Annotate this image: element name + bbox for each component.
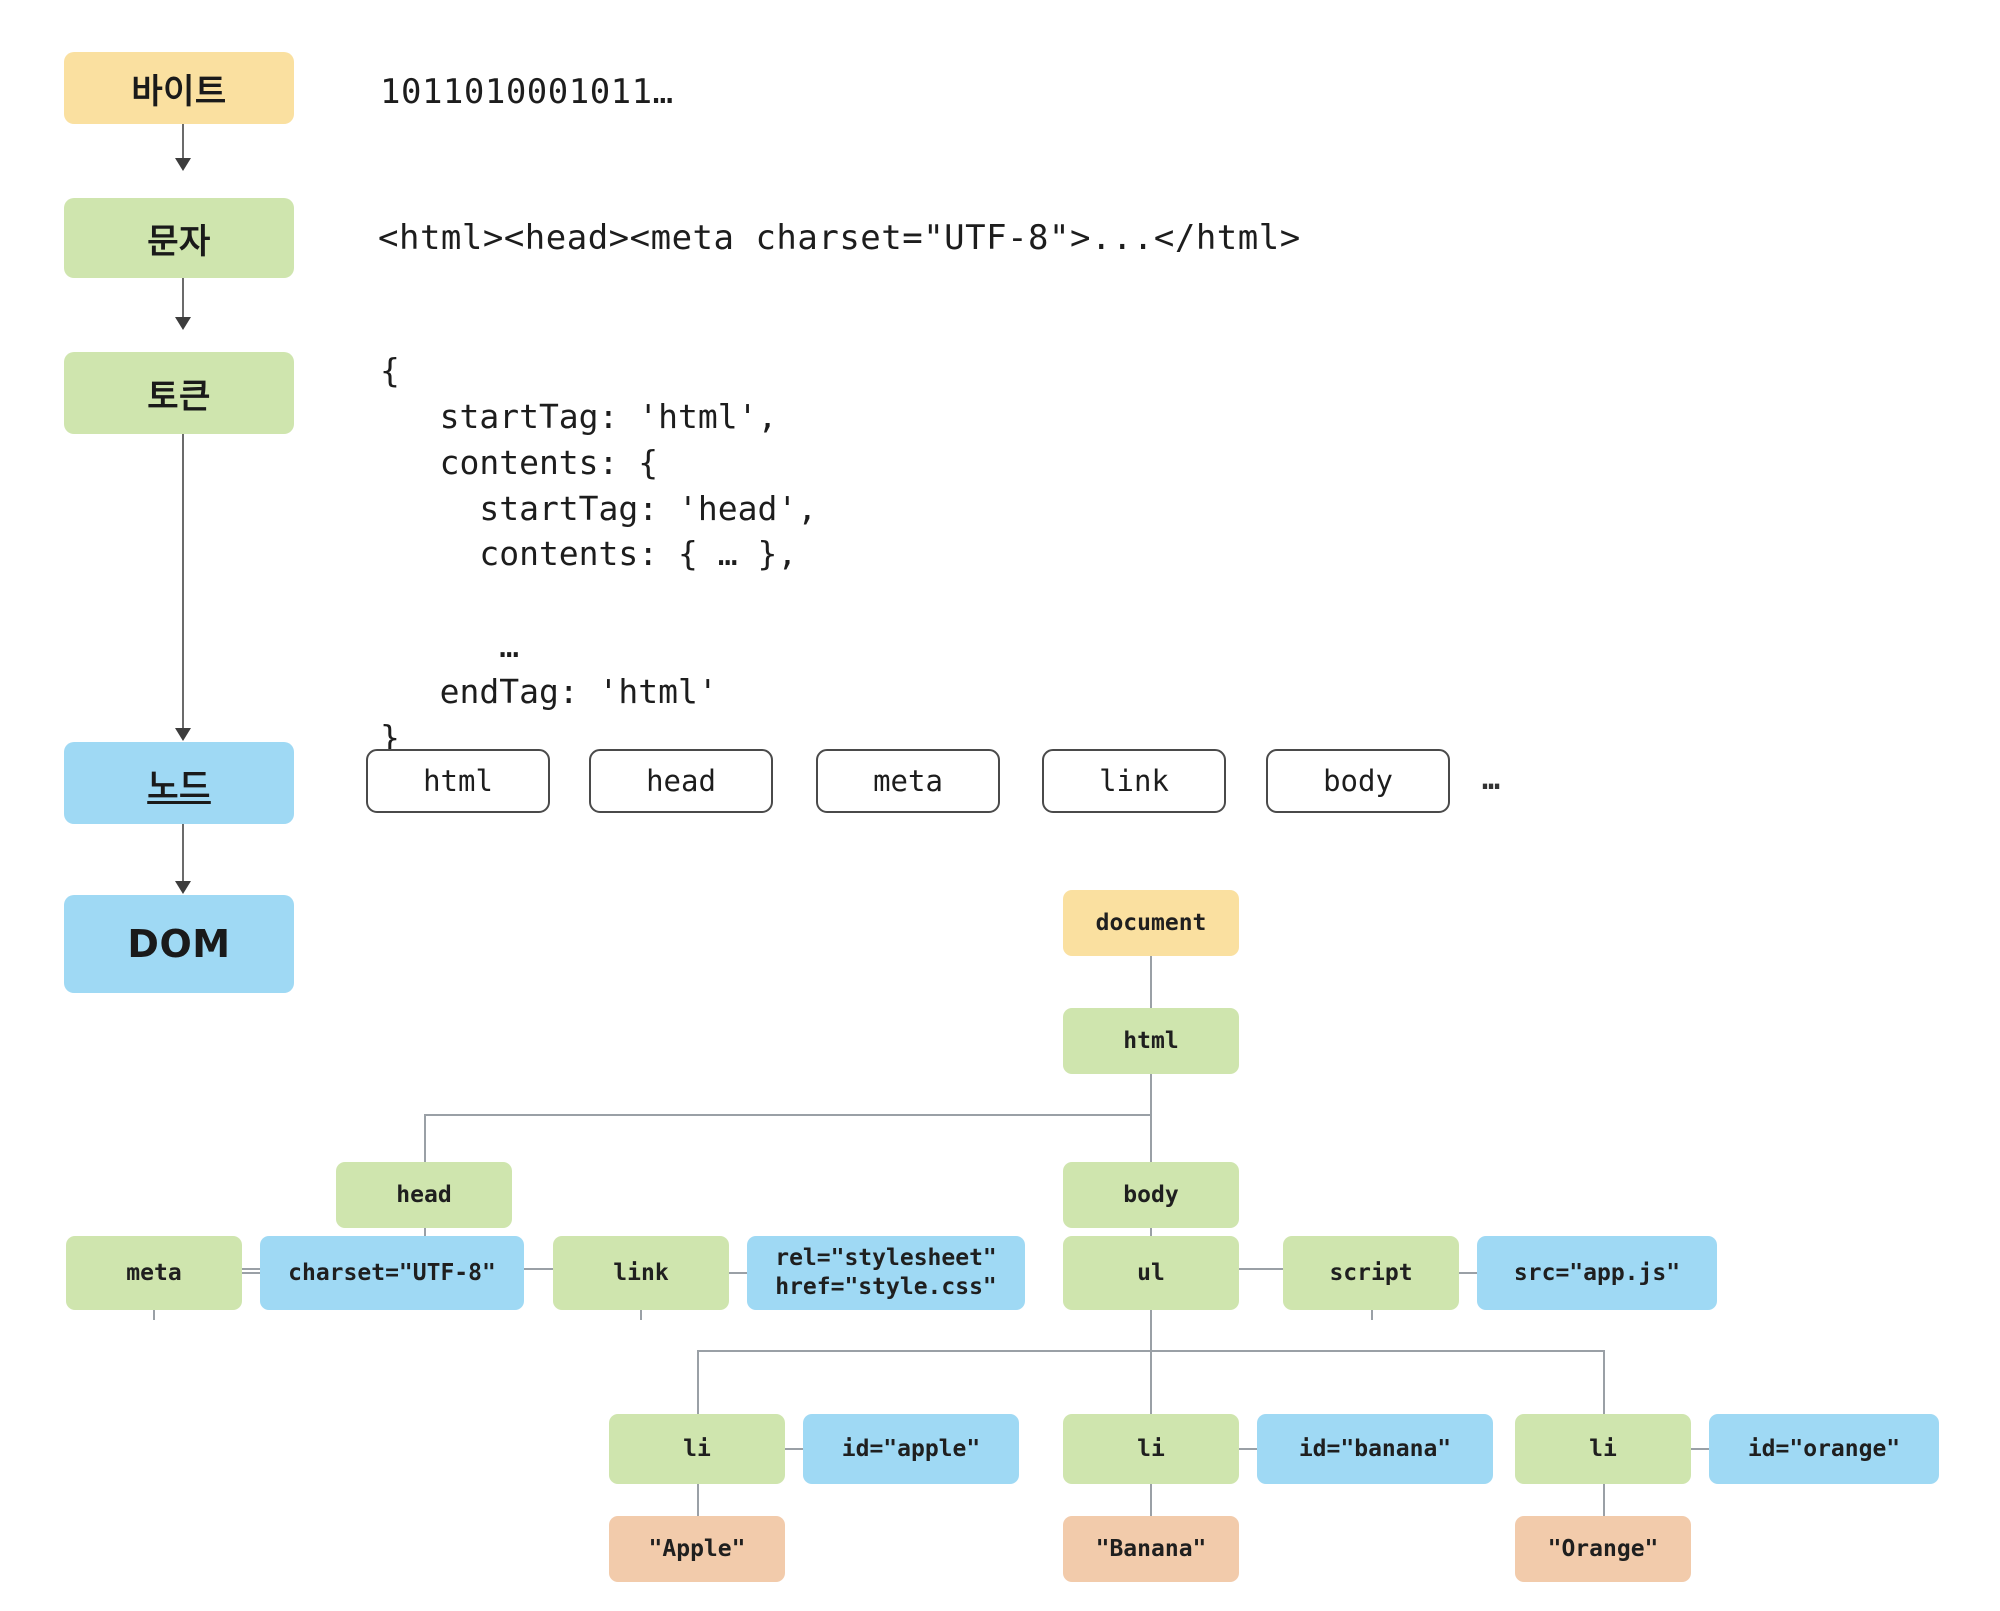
- edge-li-apple-attr: [785, 1448, 805, 1450]
- arrow-head-bytes-to-chars: [175, 158, 191, 171]
- tree-node-label: id="orange": [1747, 1435, 1901, 1462]
- node-pill-label: body: [1323, 764, 1393, 798]
- tree-node-li-orange-id-attr: id="orange": [1709, 1414, 1939, 1484]
- tree-node-meta: meta: [66, 1236, 242, 1310]
- edge-bus-to-li1: [697, 1350, 699, 1418]
- stage-label-chars: 문자: [147, 221, 211, 262]
- bytes-sample-text: 1011010001011…: [380, 72, 674, 112]
- arrow-line-node-to-dom: [182, 824, 184, 886]
- arrow-line-chars-to-token: [182, 278, 184, 322]
- edge-bus-to-li2: [1150, 1350, 1152, 1418]
- tree-node-li-banana: li: [1063, 1414, 1239, 1484]
- stage-box-node: 노드: [64, 742, 294, 824]
- tree-node-label: id="apple": [841, 1435, 981, 1462]
- stage-box-token: 토큰: [64, 352, 294, 434]
- edge-li-orange-text: [1603, 1484, 1605, 1520]
- arrow-line-token-to-node: [182, 434, 184, 734]
- tree-node-label: "Apple": [648, 1535, 746, 1562]
- characters-sample-text: <html><head><meta charset="UTF-8">...</h…: [378, 218, 1301, 258]
- node-pill-body: body: [1266, 749, 1450, 813]
- tree-node-label-line1: rel="stylesheet": [775, 1245, 997, 1272]
- edge-li-orange-attr: [1691, 1448, 1711, 1450]
- edge-ul-down: [1150, 1310, 1152, 1352]
- tree-node-label: document: [1095, 909, 1207, 936]
- node-pill-meta: meta: [816, 749, 1000, 813]
- tree-node-label: head: [396, 1181, 452, 1208]
- node-pill-link: link: [1042, 749, 1226, 813]
- stage-label-node: 노드: [147, 766, 211, 807]
- stage-box-chars: 문자: [64, 198, 294, 278]
- tree-node-label: li: [683, 1435, 711, 1462]
- tree-node-text-orange: "Orange": [1515, 1516, 1691, 1582]
- tree-node-text-banana: "Banana": [1063, 1516, 1239, 1582]
- node-pill-label: link: [1099, 764, 1169, 798]
- tree-node-document: document: [1063, 890, 1239, 956]
- edge-li-banana-text: [1150, 1484, 1152, 1520]
- stage-label-dom: DOM: [127, 922, 231, 966]
- tree-node-label: "Banana": [1095, 1535, 1207, 1562]
- tree-node-label: "Orange": [1547, 1535, 1659, 1562]
- arrow-head-node-to-dom: [175, 881, 191, 894]
- edge-body-bus: [1150, 1268, 1372, 1270]
- tree-node-text-apple: "Apple": [609, 1516, 785, 1582]
- tree-node-label: body: [1123, 1181, 1179, 1208]
- token-sample-text: { startTag: 'html', contents: { startTag…: [380, 351, 818, 757]
- tree-node-head: head: [336, 1162, 512, 1228]
- arrow-line-bytes-to-chars: [182, 124, 184, 164]
- tree-node-label: charset="UTF-8": [288, 1259, 496, 1286]
- edge-bus-to-body: [1150, 1114, 1152, 1164]
- tree-node-link-attrs: rel="stylesheet" href="style.css": [747, 1236, 1025, 1310]
- arrow-head-chars-to-token: [175, 317, 191, 330]
- tree-node-label: li: [1589, 1435, 1617, 1462]
- node-pill-label: meta: [873, 764, 943, 798]
- tree-node-ul: ul: [1063, 1236, 1239, 1310]
- tree-node-label: src="app.js": [1513, 1259, 1681, 1286]
- node-pill-html: html: [366, 749, 550, 813]
- tree-node-label: link: [613, 1259, 669, 1286]
- edge-bus-to-li3: [1603, 1350, 1605, 1418]
- edge-script-attr: [1459, 1272, 1479, 1274]
- tree-node-label-line2: href="style.css": [775, 1274, 997, 1300]
- node-pill-label: head: [646, 764, 716, 798]
- tree-node-script: script: [1283, 1236, 1459, 1310]
- edge-meta-attr: [242, 1272, 262, 1274]
- tree-node-li-apple-id-attr: id="apple": [803, 1414, 1019, 1484]
- edge-html-bus: [424, 1114, 1152, 1116]
- arrow-head-token-to-node: [175, 728, 191, 741]
- tree-node-label: ul: [1137, 1259, 1165, 1286]
- tree-node-li-apple: li: [609, 1414, 785, 1484]
- edge-link-attr: [729, 1272, 749, 1274]
- stage-label-bytes: 바이트: [131, 71, 227, 112]
- edge-bus-to-head: [424, 1114, 426, 1164]
- tree-node-label: meta: [126, 1259, 182, 1286]
- stage-label-token: 토큰: [147, 376, 211, 417]
- edge-document-html: [1150, 956, 1152, 1018]
- edge-html-down: [1150, 1074, 1152, 1116]
- tree-node-li-orange: li: [1515, 1414, 1691, 1484]
- tree-node-li-banana-id-attr: id="banana": [1257, 1414, 1493, 1484]
- tree-node-body: body: [1063, 1162, 1239, 1228]
- node-pills-ellipsis: …: [1482, 762, 1501, 797]
- node-pill-label: html: [423, 764, 493, 798]
- stage-box-bytes: 바이트: [64, 52, 294, 124]
- edge-li-apple-text: [697, 1484, 699, 1520]
- tree-node-script-src-attr: src="app.js": [1477, 1236, 1717, 1310]
- tree-node-html: html: [1063, 1008, 1239, 1074]
- node-pill-head: head: [589, 749, 773, 813]
- tree-node-link: link: [553, 1236, 729, 1310]
- tree-node-meta-charset-attr: charset="UTF-8": [260, 1236, 524, 1310]
- tree-node-label: script: [1329, 1259, 1413, 1286]
- tree-node-label: li: [1137, 1435, 1165, 1462]
- stage-box-dom: DOM: [64, 895, 294, 993]
- edge-li-banana-attr: [1239, 1448, 1259, 1450]
- tree-node-label: id="banana": [1298, 1435, 1452, 1462]
- tree-node-label: html: [1123, 1027, 1179, 1054]
